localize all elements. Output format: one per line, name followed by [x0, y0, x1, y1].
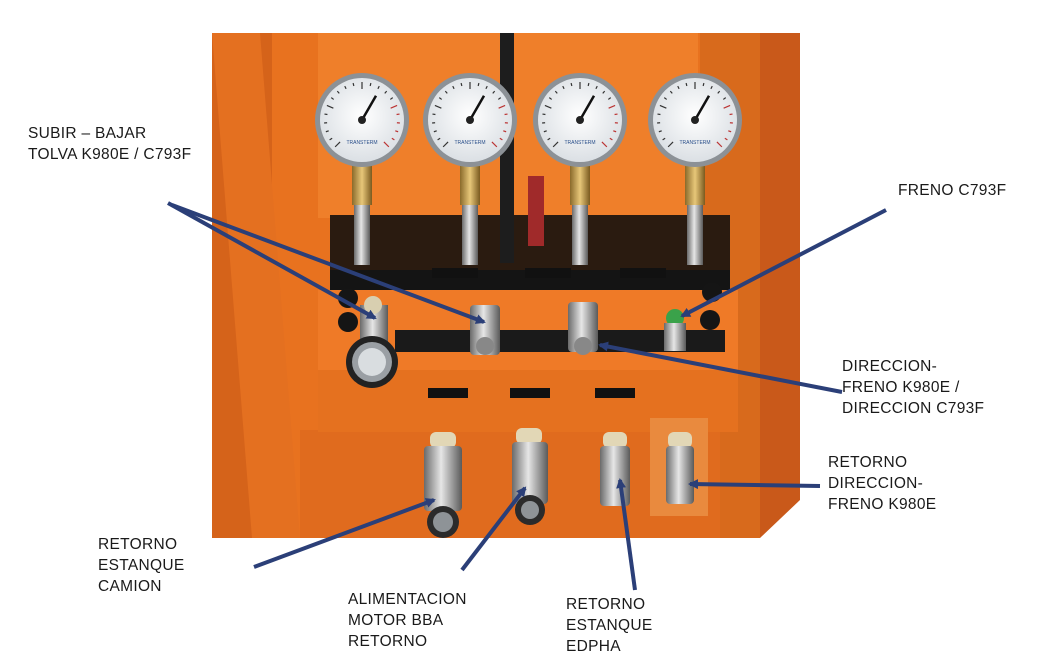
- gauge-brand: TRANSTERM: [346, 140, 377, 146]
- label-line: ALIMENTACION: [348, 591, 467, 608]
- callout-arrows: [167, 201, 887, 591]
- arrow-alimentacion: [460, 486, 527, 572]
- label-line: FRENO K980E: [828, 496, 937, 513]
- arrow-camion: [253, 498, 436, 569]
- label-line: FRENO K980E /: [842, 379, 960, 396]
- label-line: DIRECCION-: [842, 358, 938, 375]
- red-indicator: [528, 176, 544, 246]
- label-line: CAMION: [98, 578, 162, 595]
- label-alimentacion-motor: ALIMENTACION MOTOR BBA RETORNO: [348, 589, 467, 652]
- label-retorno-estanque-edpha: RETORNO ESTANQUE EDPHA: [566, 594, 653, 657]
- label-line: RETORNO: [828, 454, 908, 471]
- label-line: RETORNO: [348, 633, 428, 650]
- tag-plate: [510, 388, 550, 398]
- label-line: DIRECCION-: [828, 475, 924, 492]
- tag-plate: [432, 268, 478, 278]
- label-line: ESTANQUE: [566, 617, 653, 634]
- arrow-subir-2: [171, 203, 486, 324]
- upper-couplers: [338, 282, 722, 388]
- pressure-gauges: TRANSTERM TRANSTERM TRANSTERM TRANSTERM: [315, 73, 742, 265]
- label-freno-c793f: FRENO C793F: [898, 180, 1006, 201]
- label-line: EDPHA: [566, 638, 621, 655]
- tag-plate: [525, 268, 571, 278]
- label-retorno-direccion-freno: RETORNO DIRECCION- FRENO K980E: [828, 452, 936, 515]
- arrow-freno: [680, 208, 887, 318]
- label-line: ESTANQUE: [98, 557, 185, 574]
- label-line: SUBIR – BAJAR: [28, 125, 147, 142]
- tag-plate: [595, 388, 635, 398]
- label-line: DIRECCION C793F: [842, 400, 985, 417]
- arrow-direccion: [598, 341, 843, 394]
- label-direccion-freno: DIRECCION- FRENO K980E / DIRECCION C793F: [842, 356, 984, 419]
- pressure-gauge: TRANSTERM: [423, 73, 517, 265]
- arrow-subir-1: [167, 201, 377, 320]
- label-line: RETORNO: [98, 536, 178, 553]
- label-subir-bajar-tolva: SUBIR – BAJAR TOLVA K980E / C793F: [28, 123, 191, 165]
- gauge-brand: TRANSTERM: [679, 140, 710, 146]
- arrow-retorno-direccion: [688, 479, 821, 490]
- label-line: TOLVA K980E / C793F: [28, 146, 192, 163]
- pressure-gauge: TRANSTERM: [315, 73, 409, 265]
- tag-plate: [428, 388, 468, 398]
- arrow-edpha: [616, 478, 637, 591]
- gauge-brand: TRANSTERM: [454, 140, 485, 146]
- label-line: FRENO C793F: [898, 182, 1007, 199]
- label-retorno-estanque-camion: RETORNO ESTANQUE CAMION: [98, 534, 185, 597]
- gauge-brand: TRANSTERM: [564, 140, 595, 146]
- pressure-gauge: TRANSTERM: [648, 73, 742, 265]
- label-line: RETORNO: [566, 596, 646, 613]
- label-line: MOTOR BBA: [348, 612, 444, 629]
- pressure-gauge: TRANSTERM: [533, 73, 627, 265]
- tag-plate: [620, 268, 666, 278]
